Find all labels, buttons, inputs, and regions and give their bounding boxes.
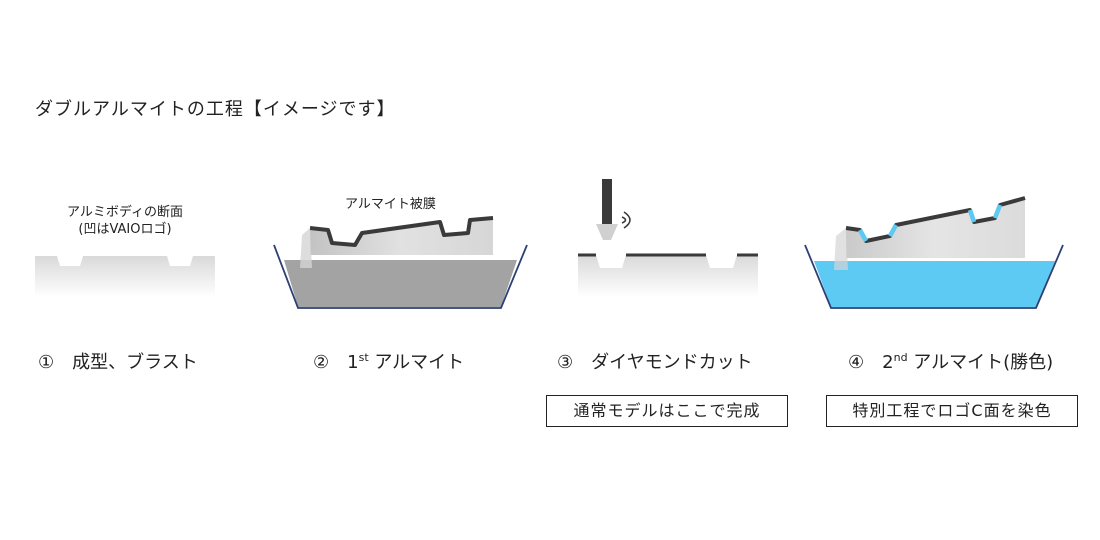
step-3: ③ ダイヤモンドカット	[557, 348, 753, 374]
standard-model-note: 通常モデルはここで完成	[546, 395, 788, 427]
step-text-sup: nd	[893, 351, 908, 364]
step-text-sup: st	[358, 351, 369, 364]
step-text-main: 2	[882, 352, 894, 373]
step-text-rest: アルマイト	[368, 352, 465, 373]
step-number: ①	[38, 352, 55, 373]
step4-dye-tank	[804, 196, 1064, 309]
sound-wave-icon	[621, 216, 627, 224]
cutter-shaft	[602, 179, 612, 224]
special-process-note: 特別工程でロゴC面を染色	[826, 395, 1078, 427]
step-number: ③	[557, 352, 574, 373]
page-title: ダブルアルマイトの工程【イメージです】	[35, 99, 396, 120]
body-section-subtext: (凹はVAIOロゴ)	[78, 222, 172, 237]
step-1: ① 成型、ブラスト	[38, 348, 198, 374]
step-number: ②	[313, 352, 330, 373]
body-section-text: アルミボディの断面	[67, 205, 183, 220]
step3-diamond-cut	[578, 179, 758, 297]
step-text-main: 1	[347, 352, 359, 373]
step-text: ダイヤモンドカット	[591, 352, 753, 373]
step-text-rest: アルマイト(勝色)	[907, 352, 1054, 373]
step2-anodize-tank	[273, 216, 528, 309]
step-text: 成型、ブラスト	[72, 352, 198, 373]
anodize-film-label: アルマイト被膜	[345, 197, 436, 212]
step1-body-section	[35, 256, 215, 297]
body-section-label: アルミボディの断面 (凹はVAIOロゴ)	[55, 204, 195, 238]
diamond-cutter	[596, 224, 618, 240]
step-number: ④	[848, 352, 865, 373]
